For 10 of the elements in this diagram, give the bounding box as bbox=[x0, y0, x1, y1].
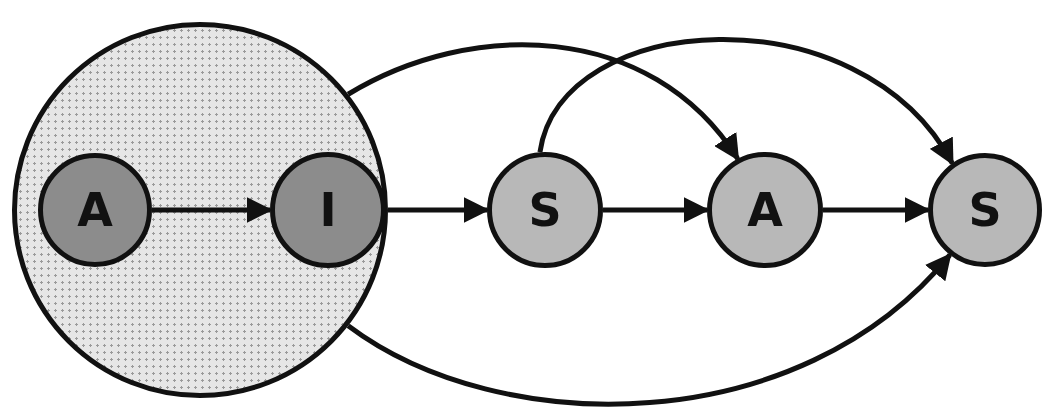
arrow bbox=[537, 36, 955, 166]
node-label: A bbox=[77, 187, 113, 233]
letter-circle bbox=[270, 152, 386, 268]
node-label: S bbox=[968, 187, 1002, 233]
letter-circle bbox=[38, 153, 152, 267]
arrow bbox=[346, 253, 952, 407]
node-label: A bbox=[747, 187, 783, 233]
arrow bbox=[346, 42, 740, 161]
node-label: S bbox=[528, 187, 562, 233]
node-label: I bbox=[319, 187, 337, 233]
